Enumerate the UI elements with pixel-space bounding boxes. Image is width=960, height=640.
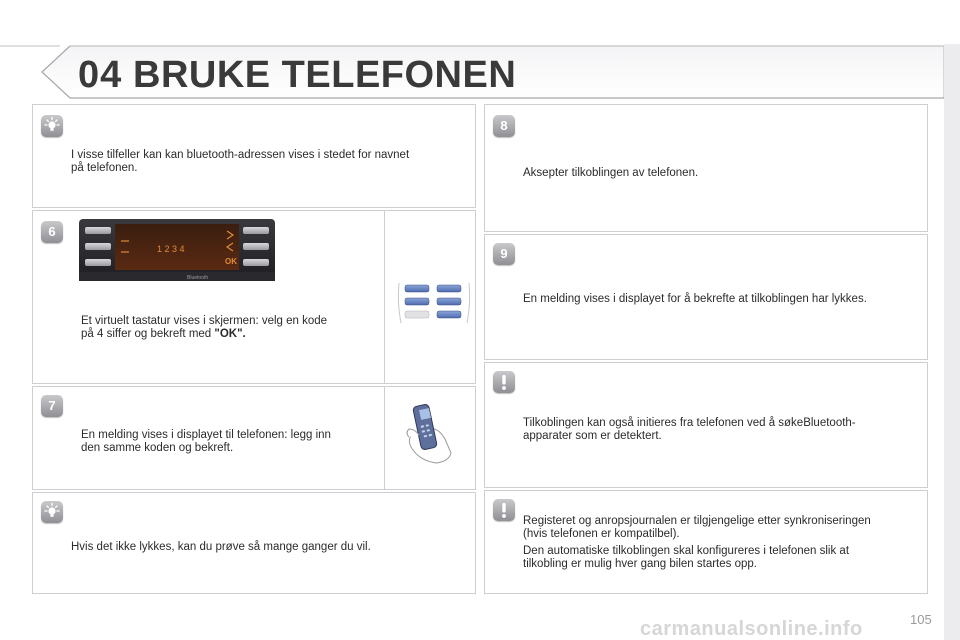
step9-number: 9 <box>500 246 508 261</box>
tip-panel-bottom: Hvis det ikke lykkes, kan du prøve så ma… <box>32 492 476 594</box>
tip-panel-top: I visse tilfeller kan kan bluetooth-adre… <box>32 104 476 208</box>
chapter-header: 04 BRUKE TELEFONEN <box>0 0 944 100</box>
step6-text-ok: "OK". <box>214 328 246 340</box>
display-brand: Bluetooth <box>187 275 208 281</box>
step7-text-line1: En melding vises i displayet til telefon… <box>81 429 331 441</box>
warning-text-2-p2-line2: tilkobling er mulig hver gang bilen star… <box>523 558 757 570</box>
phone-in-hand-icon <box>399 399 459 469</box>
display-digits: 1 2 3 4 <box>157 244 185 254</box>
step6-number: 6 <box>48 224 56 239</box>
warning-text-1-line1: Tilkoblingen kan også initieres fra tele… <box>523 417 856 429</box>
step8-text: Aksepter tilkoblingen av telefonen. <box>523 167 699 179</box>
step6-text-line2: på 4 siffer og bekreft med "OK". <box>81 328 371 341</box>
step7-number: 7 <box>48 398 56 413</box>
step9-text: En melding vises i displayet for å bekre… <box>523 293 867 305</box>
step6-text-line1: Et virtuelt tastatur vises i skjermen: v… <box>81 315 328 327</box>
side-strip <box>944 44 960 640</box>
step6-panel: 6 <box>32 210 476 384</box>
header-frame <box>0 45 944 99</box>
page-number: 105 <box>910 612 932 627</box>
chapter-title: BRUKE TELEFONEN <box>133 54 517 96</box>
tip-text-top-line2: på telefonen. <box>71 162 138 174</box>
watermark: carmanualsonline.info <box>640 618 863 640</box>
step7-badge: 7 <box>41 395 63 417</box>
lightbulb-icon <box>41 115 63 137</box>
warning-text-2-p2-line1: Den automatiske tilkoblingen skal konfig… <box>523 545 850 557</box>
step7-text-line2: den samme koden og bekreft. <box>81 442 234 454</box>
step6-text: Et virtuelt tastatur vises i skjermen: v… <box>81 315 371 341</box>
radio-display-illustration: 1 2 3 4 OK Bluetooth <box>79 219 275 281</box>
exclamation-icon <box>493 499 515 521</box>
step6-text-line2-prefix: på 4 siffer og bekreft med <box>81 328 215 340</box>
step6-badge: 6 <box>41 221 63 243</box>
step7-panel: 7 En melding vises i displayet til telef… <box>32 386 476 490</box>
warning-panel-1: Tilkoblingen kan også initieres fra tele… <box>484 362 928 488</box>
step7-text: En melding vises i displayet til telefon… <box>81 429 376 455</box>
warning-text-2-p1-line2: (hvis telefonen er kompatilbel). <box>523 528 680 540</box>
step7-divider <box>384 387 385 489</box>
step9-badge: 9 <box>493 243 515 265</box>
step6-divider <box>384 211 385 383</box>
warning-text-1: Tilkoblingen kan også initieres fra tele… <box>523 417 923 443</box>
lightbulb-icon <box>41 501 63 523</box>
tip-text-top: I visse tilfeller kan kan bluetooth-adre… <box>71 149 471 175</box>
svg-text:OK: OK <box>225 257 237 266</box>
step8-badge: 8 <box>493 115 515 137</box>
warning-text-2: Registeret og anropsjournalen er tilgjen… <box>523 515 923 571</box>
chapter-number: 04 <box>78 54 123 96</box>
exclamation-icon <box>493 371 515 393</box>
step9-panel: 9 En melding vises i displayet for å bek… <box>484 234 928 360</box>
step8-panel: 8 Aksepter tilkoblingen av telefonen. <box>484 104 928 232</box>
warning-text-1-line2: apparater som er detektert. <box>523 430 662 442</box>
tip-text-bottom: Hvis det ikke lykkes, kan du prøve så ma… <box>71 541 371 553</box>
steering-buttons-illustration <box>395 279 473 327</box>
step8-number: 8 <box>500 118 508 133</box>
tip-text-top-line1: I visse tilfeller kan kan bluetooth-adre… <box>71 149 410 161</box>
warning-text-2-p1-line1: Registeret og anropsjournalen er tilgjen… <box>523 515 871 527</box>
warning-panel-2: Registeret og anropsjournalen er tilgjen… <box>484 490 928 594</box>
